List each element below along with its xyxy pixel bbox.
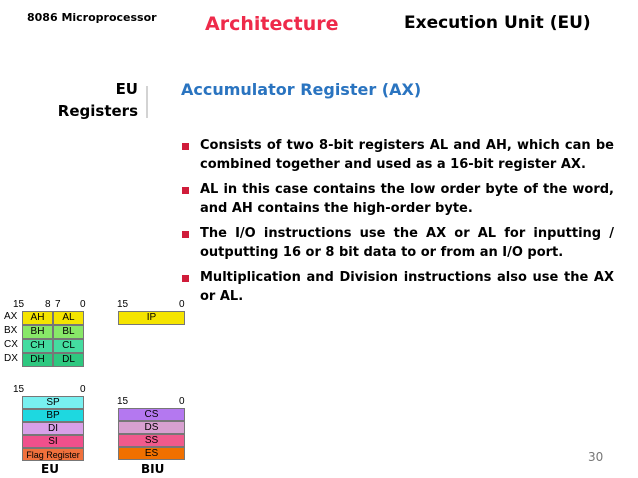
register-low: AL	[53, 311, 84, 325]
register-high: CH	[22, 339, 53, 353]
course-title: 8086 Microprocessor	[27, 11, 157, 24]
bit-label: 0	[179, 396, 185, 407]
register-high: AH	[22, 311, 53, 325]
register-low: DL	[53, 353, 84, 367]
slide-heading: Accumulator Register (AX)	[181, 80, 422, 99]
flag-register: Flag Register	[22, 448, 84, 461]
sp-register: SP	[22, 396, 84, 409]
cs-register: CS	[118, 408, 185, 421]
bit-label: 15	[117, 396, 129, 407]
register-high: BH	[22, 325, 53, 339]
bit-label: 8	[45, 299, 51, 310]
bit-label: 15	[13, 299, 25, 310]
sidebar-line-1: EU	[115, 80, 138, 98]
register-name: BX	[4, 325, 18, 336]
register-name: CX	[4, 339, 18, 350]
bullet-icon	[182, 231, 189, 238]
register-low: CL	[53, 339, 84, 353]
section-title: Architecture	[205, 13, 339, 35]
bit-label: 15	[117, 299, 129, 310]
unit-title: Execution Unit (EU)	[404, 13, 591, 33]
bullet-icon	[182, 143, 189, 150]
si-register: SI	[22, 435, 84, 448]
sidebar-heading: EU Registers	[18, 78, 138, 122]
ss-register: SS	[118, 434, 185, 447]
register-low: BL	[53, 325, 84, 339]
divider	[146, 86, 148, 118]
bit-label: 15	[13, 384, 25, 395]
ip-register: IP	[118, 311, 185, 325]
register-name: DX	[4, 353, 18, 364]
bit-label: 0	[80, 299, 86, 310]
ds-register: DS	[118, 421, 185, 434]
di-register: DI	[22, 422, 84, 435]
bit-label: 0	[179, 299, 185, 310]
eu-caption: EU	[41, 462, 59, 476]
es-register: ES	[118, 447, 185, 460]
bullet-text: The I/O instructions use the AX or AL fo…	[200, 226, 614, 260]
bullet-icon	[182, 187, 189, 194]
bullet-icon	[182, 275, 189, 282]
bullet-text: Consists of two 8-bit registers AL and A…	[200, 138, 614, 172]
register-name: AX	[4, 311, 18, 322]
bp-register: BP	[22, 409, 84, 422]
sidebar-line-2: Registers	[57, 102, 138, 120]
bullet-text: Multiplication and Division instructions…	[200, 270, 614, 304]
page-number: 30	[588, 450, 604, 464]
biu-caption: BIU	[141, 462, 165, 476]
bit-label: 0	[80, 384, 86, 395]
bullet-text: AL in this case contains the low order b…	[200, 182, 614, 216]
bit-label: 7	[55, 299, 61, 310]
register-high: DH	[22, 353, 53, 367]
